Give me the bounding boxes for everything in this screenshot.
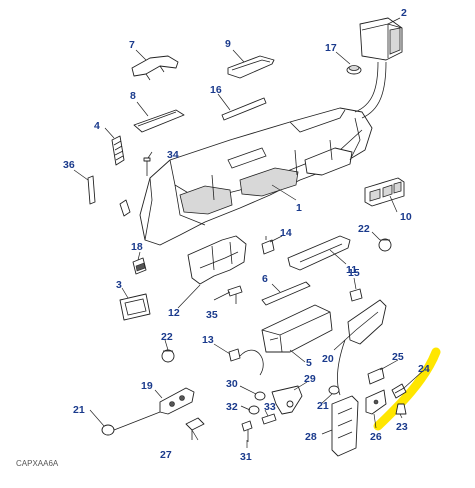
part-13-connector[interactable] xyxy=(228,348,241,362)
callout-7: 7 xyxy=(129,39,135,51)
part-21-knob-left[interactable] xyxy=(101,411,161,436)
callout-14: 14 xyxy=(280,227,292,239)
part-35-screw[interactable] xyxy=(227,285,243,304)
part-33-fastener[interactable] xyxy=(261,413,277,425)
part-27-clip[interactable] xyxy=(185,417,205,440)
callout-15: 15 xyxy=(348,267,360,279)
callout-32: 32 xyxy=(226,401,238,413)
part-20-bracket[interactable] xyxy=(347,299,387,345)
part-32-bolt[interactable] xyxy=(248,405,260,415)
part-17-cap[interactable] xyxy=(346,65,362,75)
callout-36: 36 xyxy=(63,159,75,171)
callout-labels: 1 2 3 4 5 6 7 8 9 10 11 12 13 14 15 16 1… xyxy=(63,7,430,463)
part-16-strip[interactable] xyxy=(221,97,267,121)
part-29-latch[interactable] xyxy=(271,385,303,415)
callout-9: 9 xyxy=(225,38,231,50)
part-3-frame[interactable] xyxy=(119,293,151,321)
part-12-bracket[interactable] xyxy=(187,235,247,285)
part-22-knob-left[interactable] xyxy=(161,349,175,363)
part-4-vent-grille[interactable] xyxy=(111,135,125,166)
dashboard-panel[interactable] xyxy=(139,107,373,246)
callout-33: 33 xyxy=(264,401,276,413)
callout-35: 35 xyxy=(206,309,218,321)
part-23-bulb[interactable] xyxy=(395,403,407,415)
callout-21-left: 21 xyxy=(73,404,85,416)
callout-34: 34 xyxy=(167,149,179,161)
callout-5: 5 xyxy=(306,357,312,369)
callout-2: 2 xyxy=(401,7,407,19)
callout-3: 3 xyxy=(116,279,122,291)
callout-1: 1 xyxy=(296,202,302,214)
callout-24: 24 xyxy=(418,363,430,375)
part-5-glovebox[interactable] xyxy=(261,304,333,353)
part-22-knob-right[interactable] xyxy=(378,238,392,252)
callout-31: 31 xyxy=(240,451,252,463)
callout-22-left: 22 xyxy=(161,331,173,343)
part-19-switch-strip[interactable] xyxy=(159,387,195,415)
callout-18: 18 xyxy=(131,241,143,253)
part-18-connector[interactable] xyxy=(132,257,147,275)
callout-19: 19 xyxy=(141,380,153,392)
part-14-clip[interactable] xyxy=(261,236,275,255)
part-6-strip[interactable] xyxy=(261,281,311,306)
part-26-bracket[interactable] xyxy=(365,389,387,415)
reference-code: CAPXAA6A xyxy=(16,459,59,468)
callout-26: 26 xyxy=(370,431,382,443)
part-7-grab-handle[interactable] xyxy=(131,55,179,81)
part-25-catch[interactable] xyxy=(367,367,385,385)
highlight-mark xyxy=(373,347,441,431)
callout-20: 20 xyxy=(322,353,334,365)
callout-22-right: 22 xyxy=(358,223,370,235)
callout-23: 23 xyxy=(396,421,408,433)
part-2-vent-housing[interactable] xyxy=(359,17,403,61)
part-10-switch-panel[interactable] xyxy=(364,177,405,207)
part-31-screw[interactable] xyxy=(241,420,253,442)
callout-21-right: 21 xyxy=(317,400,329,412)
callout-6: 6 xyxy=(262,273,268,285)
callout-4: 4 xyxy=(94,120,100,132)
callout-10: 10 xyxy=(400,211,412,223)
clip xyxy=(119,199,131,217)
callout-30: 30 xyxy=(226,378,238,390)
part-9-tray[interactable] xyxy=(227,55,275,79)
part-11-bracket[interactable] xyxy=(287,235,351,271)
callout-12: 12 xyxy=(168,307,180,319)
part-8-panel[interactable] xyxy=(133,109,185,133)
part-24-catch[interactable] xyxy=(391,383,407,399)
part-15-block[interactable] xyxy=(349,288,363,302)
callout-13: 13 xyxy=(202,334,214,346)
part-21-knob-right[interactable] xyxy=(328,385,340,395)
callout-25: 25 xyxy=(392,351,404,363)
callout-16: 16 xyxy=(210,84,222,96)
part-28-lock-bracket[interactable] xyxy=(331,395,359,457)
air-duct xyxy=(354,61,387,119)
callout-27: 27 xyxy=(160,449,172,461)
callout-28: 28 xyxy=(305,431,317,443)
callout-17: 17 xyxy=(325,42,337,54)
callout-29: 29 xyxy=(304,373,316,385)
callout-8: 8 xyxy=(130,90,136,102)
part-30-bolt[interactable] xyxy=(254,391,266,401)
part-34-screw[interactable] xyxy=(143,157,151,176)
part-36-trim-strip[interactable] xyxy=(87,175,96,205)
callout-11: 11 xyxy=(346,264,357,276)
leader-lines xyxy=(73,17,425,448)
